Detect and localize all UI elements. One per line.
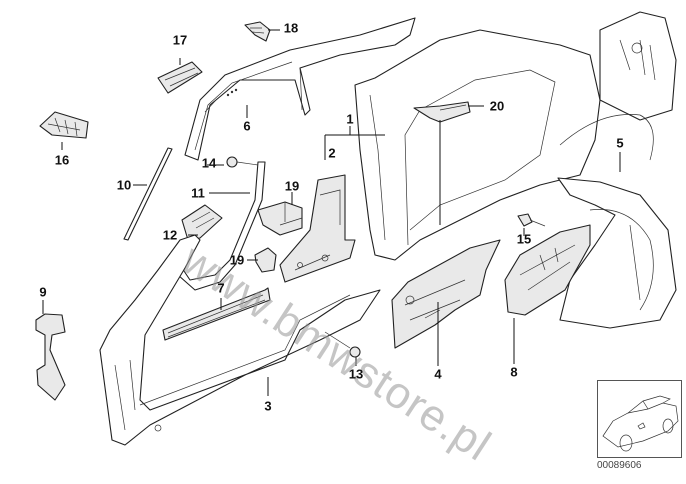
callout-16[interactable]: 16 bbox=[54, 152, 70, 168]
callout-17[interactable]: 17 bbox=[172, 32, 188, 48]
callout-20[interactable]: 20 bbox=[489, 98, 505, 114]
callout-2[interactable]: 2 bbox=[328, 145, 336, 161]
callout-7[interactable]: 7 bbox=[217, 280, 225, 296]
callout-14[interactable]: 14 bbox=[201, 155, 217, 171]
reference-code: 00089606 bbox=[597, 460, 642, 471]
callout-19-lower[interactable]: 19 bbox=[229, 252, 245, 268]
part-6-roof-frame[interactable] bbox=[184, 17, 416, 161]
callout-15[interactable]: 15 bbox=[516, 231, 532, 247]
part-16-cover-plate[interactable] bbox=[39, 111, 89, 139]
part-18-corner-piece[interactable] bbox=[244, 21, 271, 42]
part-15-screw[interactable] bbox=[517, 213, 546, 227]
callout-1[interactable]: 1 bbox=[346, 111, 354, 127]
part-3-side-sill[interactable] bbox=[99, 234, 381, 446]
callout-13[interactable]: 13 bbox=[348, 366, 364, 382]
callout-12[interactable]: 12 bbox=[162, 227, 178, 243]
part-17-reinforcement-plate[interactable] bbox=[157, 61, 203, 94]
car-outline-icon bbox=[602, 395, 679, 452]
part-14-screw[interactable] bbox=[226, 156, 259, 168]
part-20-bracket[interactable] bbox=[413, 101, 471, 123]
part-5-rear-wheel-arch[interactable] bbox=[557, 177, 677, 329]
part-12-bracket[interactable] bbox=[181, 204, 223, 241]
callout-4[interactable]: 4 bbox=[434, 366, 442, 382]
callout-10[interactable]: 10 bbox=[116, 177, 132, 193]
callout-3[interactable]: 3 bbox=[264, 398, 272, 414]
part-19-bracket-upper[interactable] bbox=[257, 201, 303, 236]
leader-lines bbox=[42, 29, 621, 396]
callout-5[interactable]: 5 bbox=[616, 135, 624, 151]
vehicle-location-thumbnail bbox=[597, 380, 682, 458]
part-7-sill-reinforcement[interactable] bbox=[162, 287, 271, 341]
part-2-b-pillar-reinforcement[interactable] bbox=[279, 174, 356, 283]
part-8-wheel-arch-inner[interactable] bbox=[504, 224, 591, 316]
part-9-front-bracket[interactable] bbox=[35, 313, 66, 401]
callout-8[interactable]: 8 bbox=[510, 364, 518, 380]
callout-18[interactable]: 18 bbox=[283, 20, 299, 36]
part-4-lower-quarter-inner[interactable] bbox=[391, 239, 501, 349]
part-19-bracket-lower[interactable] bbox=[254, 247, 277, 273]
callout-6[interactable]: 6 bbox=[243, 118, 251, 134]
part-10-sealing-strip[interactable] bbox=[123, 147, 173, 241]
callout-9[interactable]: 9 bbox=[39, 284, 47, 300]
part-13-grommet[interactable] bbox=[324, 331, 361, 358]
callout-19-upper[interactable]: 19 bbox=[284, 178, 300, 194]
callout-11[interactable]: 11 bbox=[191, 185, 205, 201]
